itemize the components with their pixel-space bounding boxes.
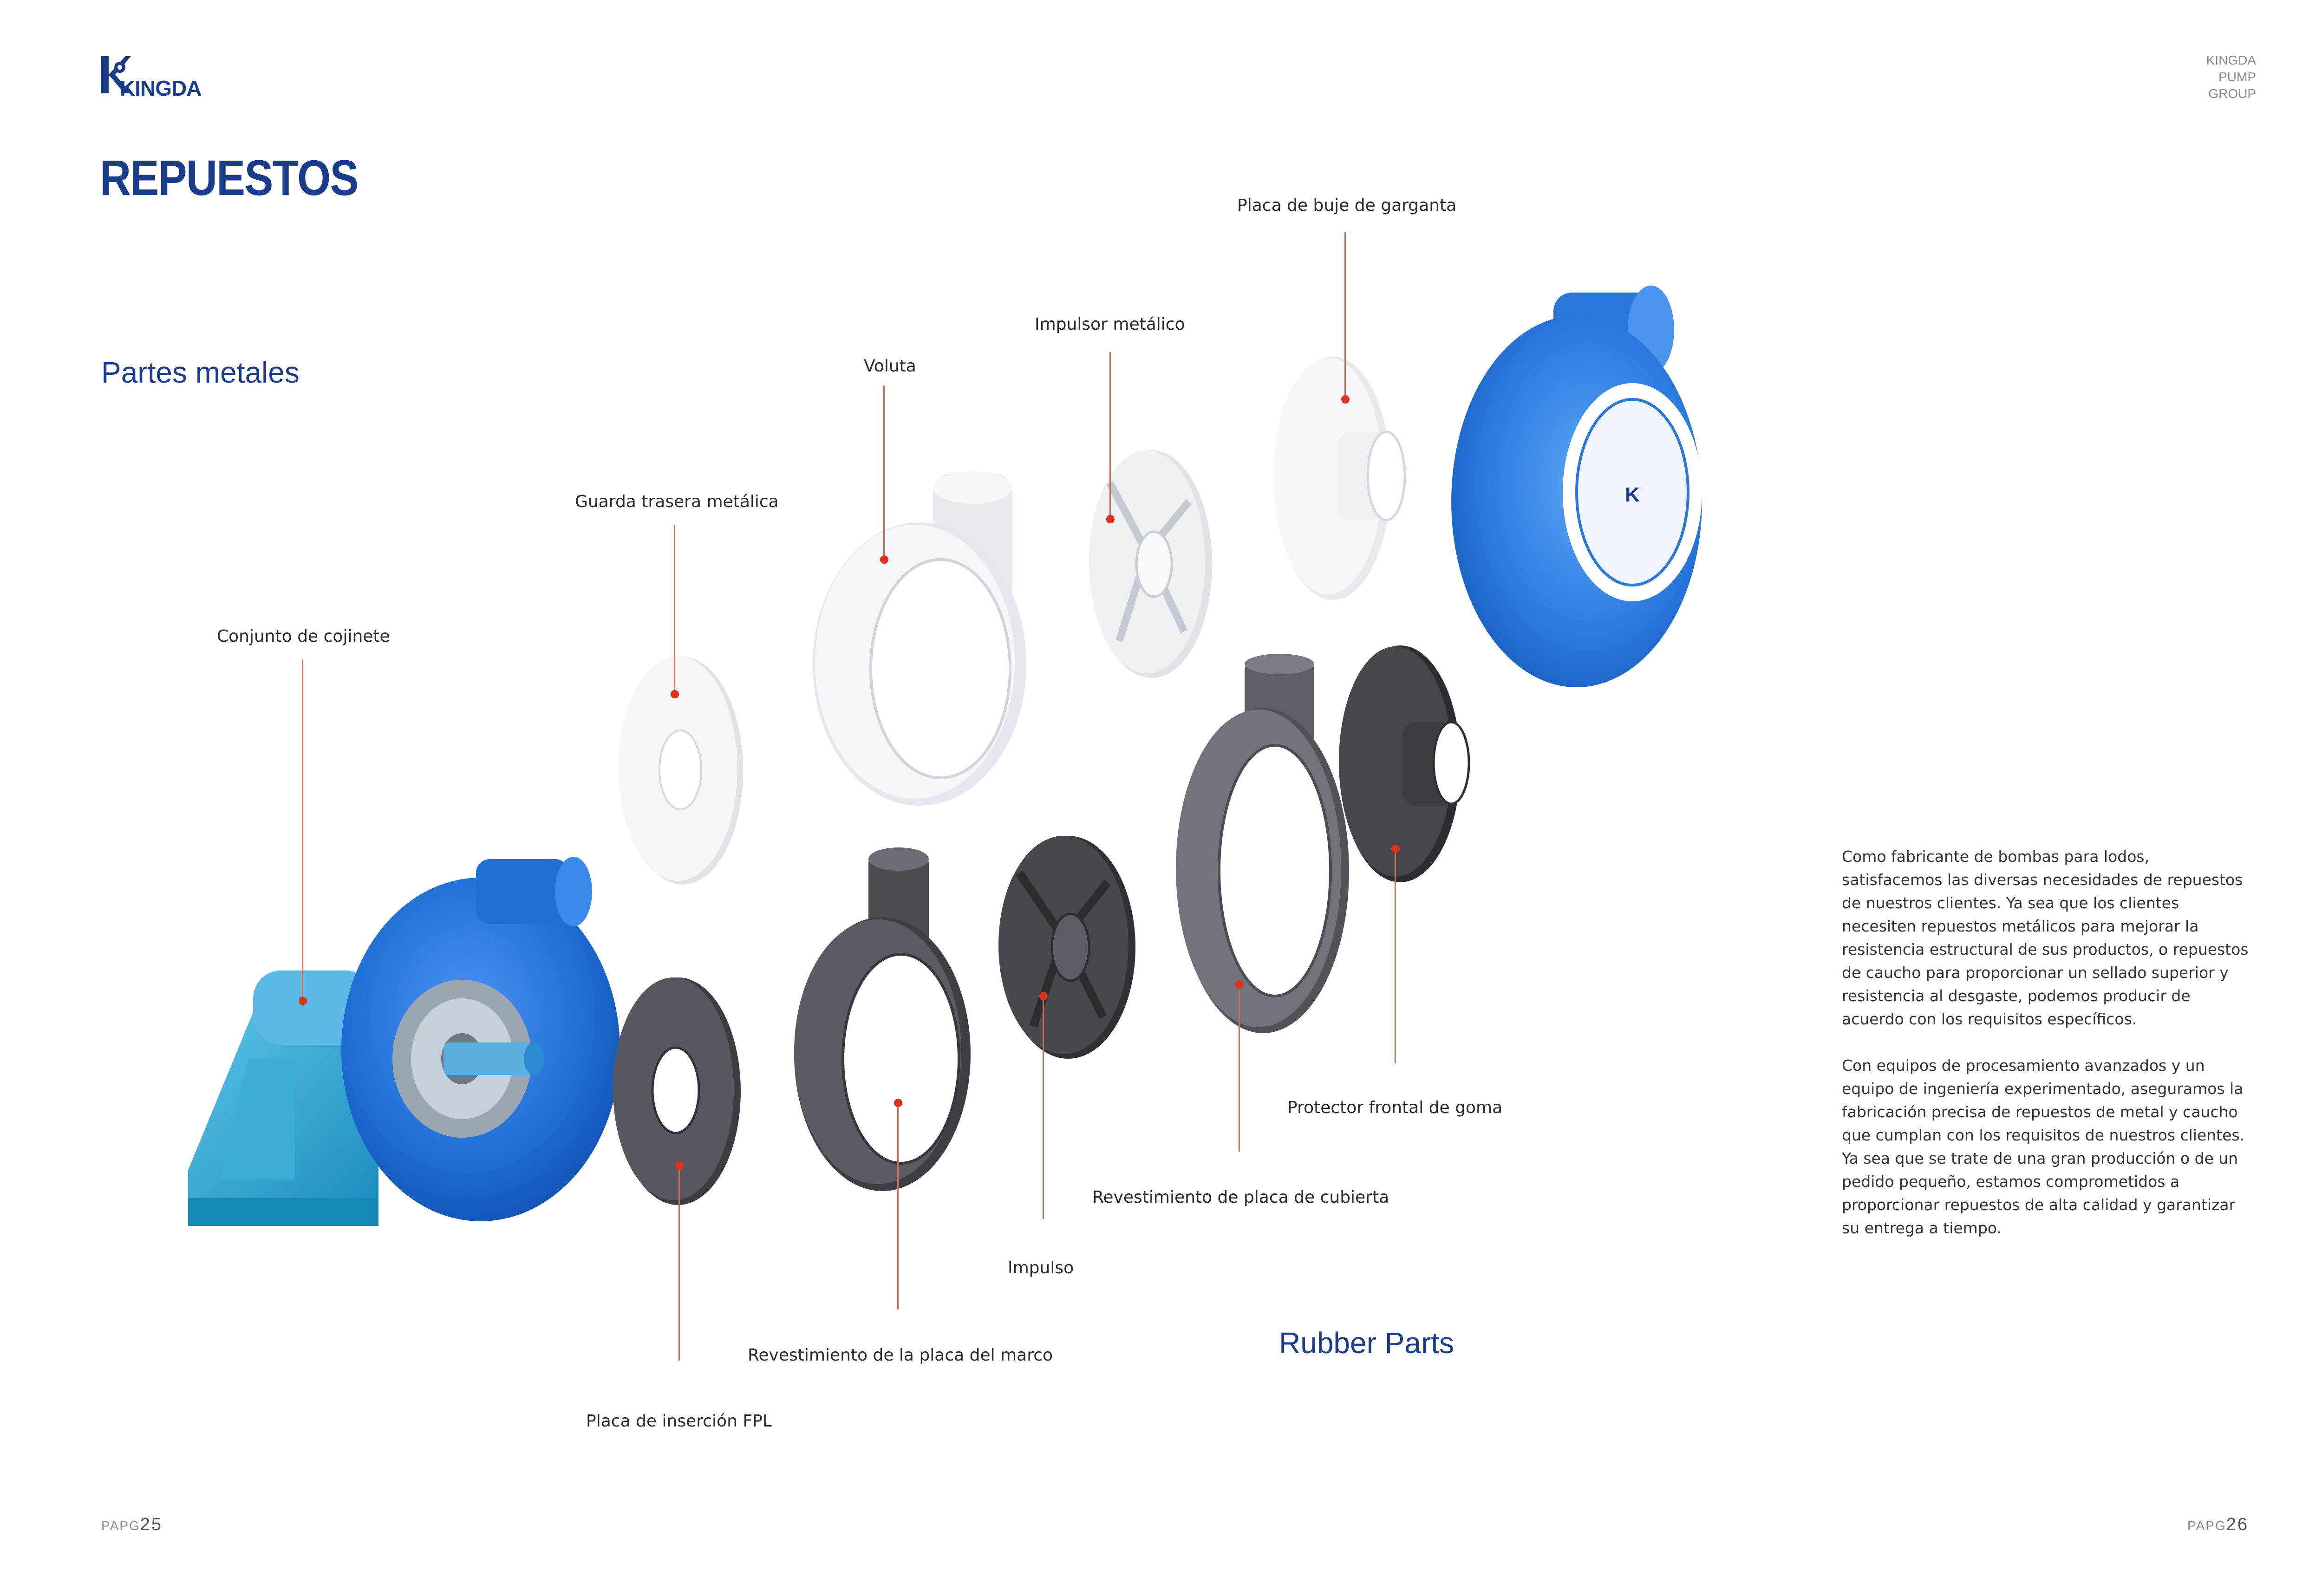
pump-illustration (188, 857, 620, 1226)
leader-line-frame-plate-liner (897, 1103, 899, 1309)
leader-line-bearing-assembly (302, 659, 303, 1001)
description-paragraph-1: Como fabricante de bombas para lodos, sa… (1842, 847, 2249, 1028)
label-throat-bush: Placa de buje de garganta (1237, 196, 1457, 215)
leader-line-cover-plate-liner (1239, 984, 1240, 1152)
label-frame-plate-liner: Revestimiento de la placa del marco (748, 1346, 1053, 1365)
leader-line-impeller (1043, 996, 1044, 1219)
description-paragraph-2: Con equipos de procesamiento avanzados y… (1842, 1056, 2245, 1237)
rubber-fpl-insert-illustration (613, 977, 741, 1205)
leader-dot-impeller (1039, 992, 1048, 1000)
leader-line-fpl-insert (678, 1166, 680, 1361)
page-number-right: PAPG26 (2187, 1515, 2249, 1535)
leader-dot-frame-plate-liner (894, 1099, 902, 1107)
leader-line-metal-impeller (1109, 352, 1111, 519)
kingda-logo-icon (101, 56, 131, 93)
section-heading-metal: Partes metales (101, 356, 300, 389)
brand-logo: KINGDA (101, 53, 203, 100)
section-heading-rubber: Rubber Parts (1279, 1326, 1455, 1360)
page-number-left-prefix: PAPG (101, 1518, 140, 1533)
page-number-right-value: 26 (2226, 1515, 2249, 1534)
throat-bush-illustration (1273, 357, 1406, 600)
label-metal-impeller: Impulsor metálico (1035, 315, 1185, 334)
svg-text:K: K (1625, 483, 1640, 506)
label-cover-plate-liner: Revestimiento de placa de cubierta (1092, 1188, 1389, 1207)
group-line-1: KINGDA (2206, 53, 2256, 67)
leader-line-metal-back-guard (674, 525, 675, 694)
label-volute: Voluta (864, 357, 916, 376)
label-rubber-front-guard: Protector frontal de goma (1287, 1098, 1503, 1117)
label-fpl-insert: Placa de inserción FPL (586, 1412, 772, 1431)
rubber-frame-plate-liner-illustration (794, 847, 971, 1191)
leader-line-throat-bush (1344, 232, 1346, 399)
group-line-3: GROUP (2208, 86, 2256, 101)
group-name: KINGDA PUMP GROUP (2135, 52, 2256, 102)
leader-dot-metal-back-guard (671, 690, 679, 698)
rubber-impeller-illustration (998, 836, 1135, 1059)
metal-back-guard-illustration (619, 656, 743, 885)
leader-dot-bearing-assembly (299, 997, 307, 1005)
rubber-cover-plate-liner-illustration (1176, 654, 1349, 1033)
leader-dot-throat-bush (1341, 395, 1350, 404)
page-number-left-value: 25 (140, 1515, 163, 1534)
leader-dot-metal-impeller (1106, 515, 1115, 523)
label-bearing-assembly: Conjunto de cojinete (217, 627, 390, 646)
leader-dot-cover-plate-liner (1235, 980, 1244, 989)
leader-dot-volute (880, 555, 888, 564)
logo-wordmark: KINGDA (120, 76, 202, 100)
label-metal-back-guard: Guarda trasera metálica (575, 492, 779, 511)
leader-dot-rubber-front-guard (1391, 845, 1400, 853)
pump-cover-illustration: K (1451, 286, 1702, 687)
leader-line-volute (883, 385, 885, 560)
page-number-left: PAPG25 (101, 1515, 163, 1535)
leader-dot-fpl-insert (675, 1161, 684, 1170)
metal-impeller-illustration (1089, 450, 1212, 678)
group-line-2: PUMP (2218, 70, 2256, 84)
metal-volute-illustration (813, 471, 1026, 806)
leader-line-rubber-front-guard (1395, 849, 1396, 1063)
page-number-right-prefix: PAPG (2187, 1518, 2226, 1533)
label-impeller: Impulso (1008, 1258, 1074, 1277)
page-title: REPUESTOS (100, 150, 359, 206)
rubber-front-guard-illustration (1339, 645, 1470, 882)
